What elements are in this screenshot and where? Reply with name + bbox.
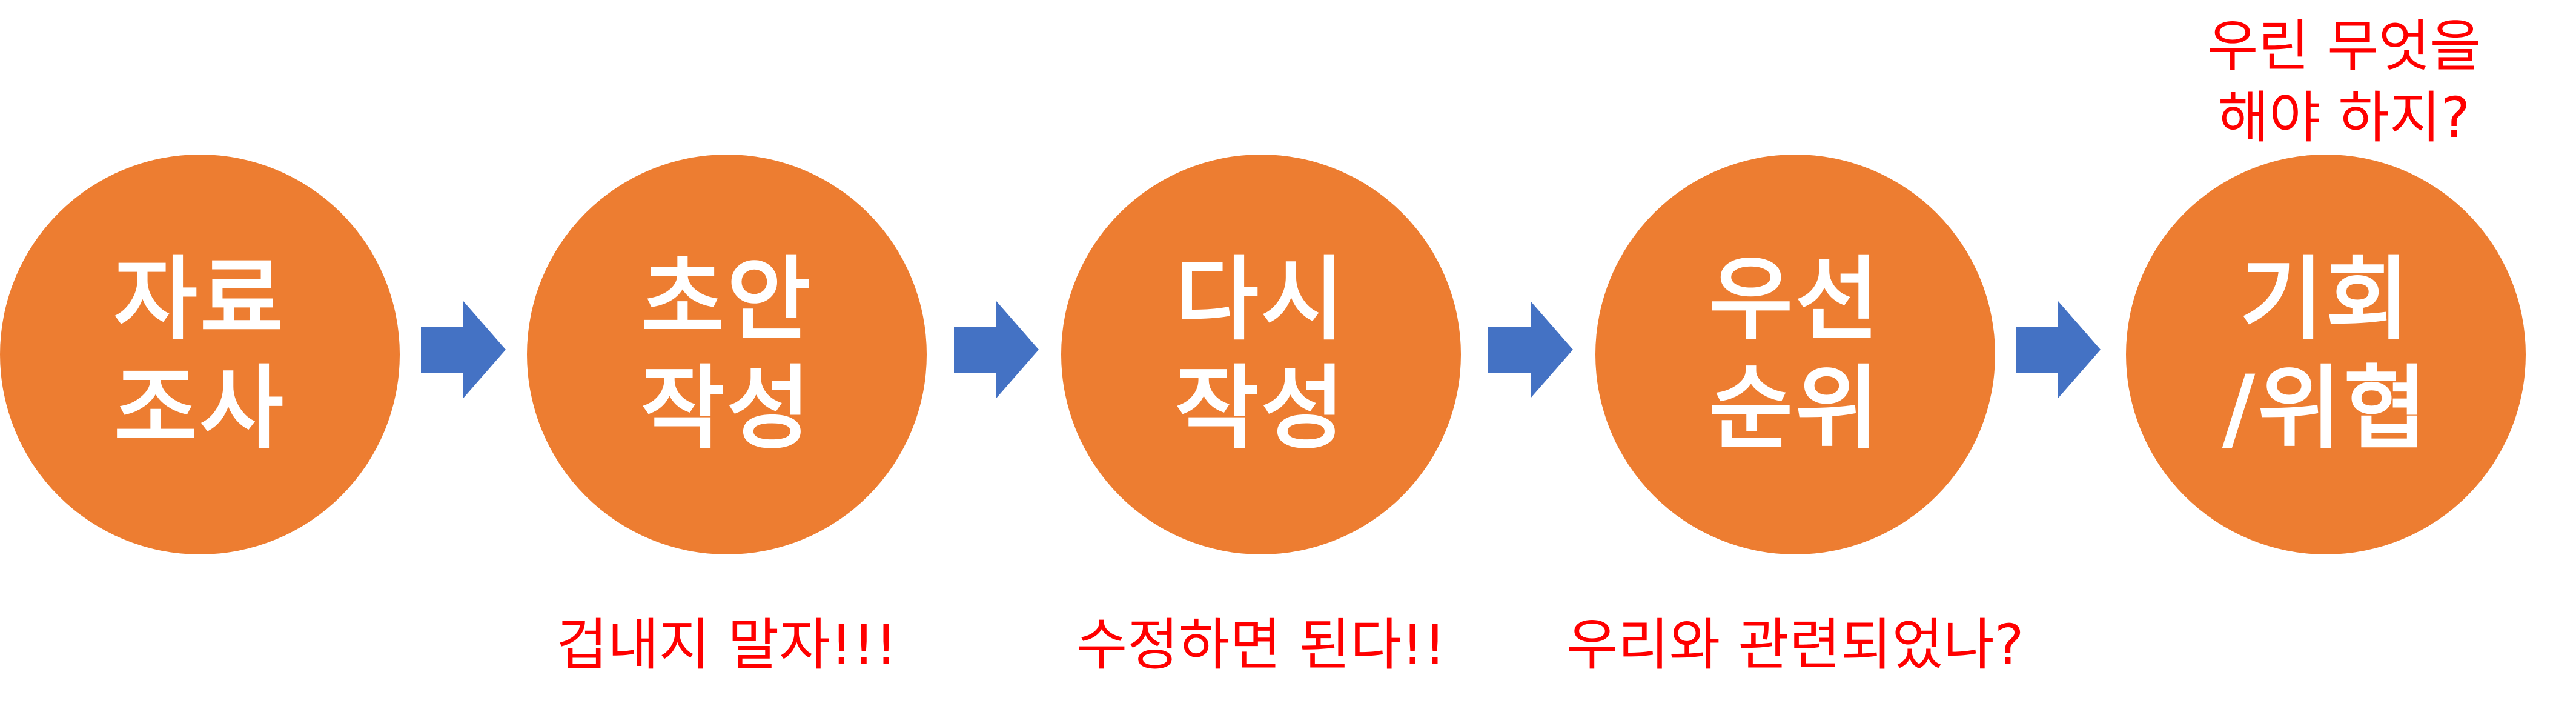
right-arrow-icon [954, 301, 1039, 398]
step-draft-line1: 초안 [640, 247, 813, 353]
note-priority: 우리와 관련되었나? [1566, 613, 2024, 677]
step-opportunity-line1: 기회 [2239, 247, 2412, 353]
step-research-line1: 자료 [113, 247, 286, 353]
right-arrow-icon [1488, 301, 1573, 398]
arrow-shape [1488, 301, 1573, 398]
step-priority-line2: 순위 [1709, 356, 1881, 462]
arrow-shape [2016, 301, 2101, 398]
step-opportunity-line2: /위협 [2222, 356, 2430, 462]
step-circle-opportunity: 기회 /위협 [2126, 155, 2526, 554]
right-arrow-icon [2016, 301, 2101, 398]
step-circle-research: 자료 조사 [0, 155, 400, 554]
step-research-line2: 조사 [113, 356, 286, 462]
step-rewrite-line1: 다시 [1174, 247, 1347, 353]
step-rewrite-line2: 작성 [1174, 356, 1347, 462]
right-arrow-icon [421, 301, 506, 398]
note-draft: 겁내지 말자!!! [556, 613, 898, 677]
step-draft-line2: 작성 [640, 356, 813, 462]
note-opportunity: 우린 무엇을 해야 하지? [2180, 11, 2508, 154]
step-priority-line1: 우선 [1709, 247, 1881, 353]
step-circle-priority: 우선 순위 [1595, 155, 1995, 554]
step-circle-draft: 초안 작성 [527, 155, 927, 554]
arrow-shape [954, 301, 1039, 398]
arrow-shape [421, 301, 506, 398]
note-opportunity-line1: 우린 무엇을 [2207, 14, 2482, 79]
note-opportunity-line2: 해야 하지? [2217, 85, 2471, 150]
note-rewrite: 수정하면 된다!! [1076, 613, 1446, 677]
step-circle-rewrite: 다시 작성 [1061, 155, 1461, 554]
